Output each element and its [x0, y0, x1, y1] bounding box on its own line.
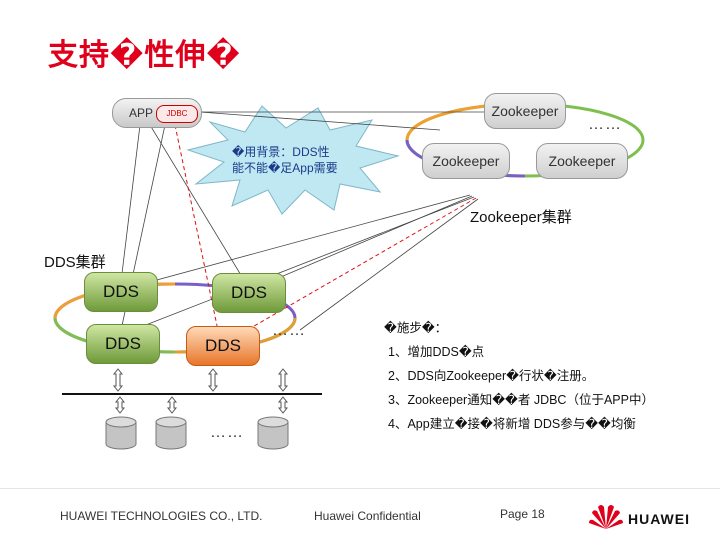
footer-confidential: Huawei Confidential [314, 509, 421, 523]
dds-more: …… [272, 322, 306, 339]
huawei-logo-icon [589, 505, 623, 529]
context-burst [186, 105, 400, 215]
storage-disk-3 [257, 416, 289, 450]
step-4: 4、App建立�接�将新增 DDS参与��均衡 [388, 417, 636, 431]
burst-text: �用背景：DDS性 能不能�足App需要 [232, 144, 338, 176]
steps-heading: �施步�： [384, 321, 448, 335]
steps-list: �施步�： 1、增加DDS�点 2、DDS向Zookeeper�行状�注册。 3… [384, 316, 654, 436]
footer: HUAWEI TECHNOLOGIES CO., LTD. Huawei Con… [0, 488, 720, 541]
dds-cluster-label: DDS集群 [44, 254, 106, 271]
zookeeper-node-1: Zookeeper [484, 93, 566, 129]
burst-line-1: �用背景：DDS性 [232, 145, 330, 159]
footer-page: Page 18 [500, 507, 545, 521]
footer-company: HUAWEI TECHNOLOGIES CO., LTD. [60, 509, 263, 523]
zookeeper-node-2: Zookeeper [422, 143, 510, 179]
burst-line-2: 能不能�足App需要 [232, 161, 338, 175]
zookeeper-more: …… [588, 116, 622, 133]
storage-disk-1 [105, 416, 137, 450]
zookeeper-node-3: Zookeeper [536, 143, 628, 179]
dds-node-3: DDS [86, 324, 160, 364]
app-node: APP JDBC [112, 98, 202, 128]
app-label: APP [129, 106, 154, 120]
zookeeper-cluster-label: Zookeeper集群 [470, 209, 572, 226]
jdbc-badge: JDBC [156, 105, 198, 123]
step-3: 3、Zookeeper通知��者 JDBC（位于APP中） [388, 393, 654, 407]
dds-node-new: DDS [186, 326, 260, 366]
slide-title: 支持�性伸� [48, 38, 241, 73]
storage-disk-2 [155, 416, 187, 450]
step-1: 1、增加DDS�点 [388, 345, 485, 359]
dds-node-1: DDS [84, 272, 158, 312]
step-2: 2、DDS向Zookeeper�行状�注册。 [388, 369, 595, 383]
dds-node-2: DDS [212, 273, 286, 313]
storage-more: …… [210, 424, 244, 441]
footer-brand: HUAWEI [628, 511, 690, 527]
